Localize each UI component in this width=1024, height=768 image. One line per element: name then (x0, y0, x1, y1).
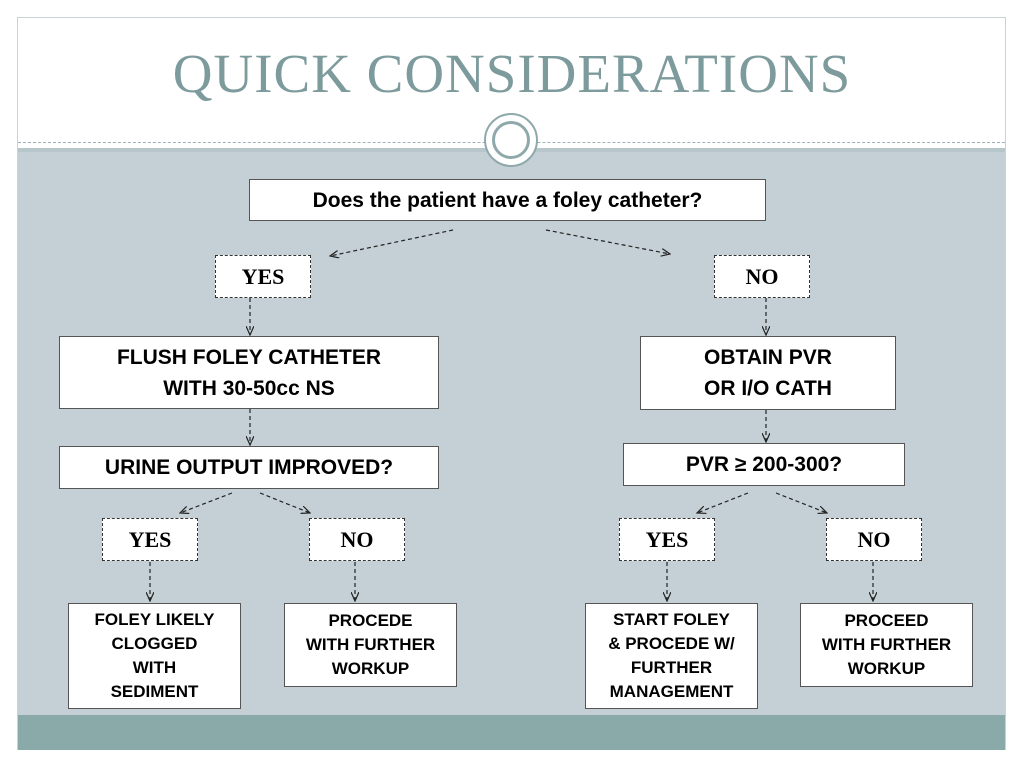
flush-foley-box: FLUSH FOLEY CATHETER WITH 30-50cc NS (59, 336, 439, 409)
start-foley-box: START FOLEY & PROCEDE W/ FURTHER MANAGEM… (585, 603, 758, 709)
question-text: Does the patient have a foley catheter? (312, 188, 703, 212)
pvr-threshold-text: PVR ≥ 200-300? (685, 453, 843, 476)
left-yes-label: YES (128, 526, 172, 552)
arrow-urine-to-no (259, 492, 310, 513)
question-box: Does the patient have a foley catheter? (249, 179, 766, 221)
left-yes-box: YES (102, 518, 198, 561)
right-no-label: NO (857, 526, 891, 552)
procede-workup-text: PROCEDE WITH FURTHER WORKUP (305, 611, 436, 678)
arrow-question-to-yes (330, 229, 454, 256)
arrow-threshold-to-no (775, 492, 827, 513)
answer-no-box: NO (714, 255, 810, 298)
right-yes-box: YES (619, 518, 715, 561)
circle-ornament-icon (484, 113, 538, 167)
start-foley-text: START FOLEY & PROCEDE W/ FURTHER MANAGEM… (608, 610, 735, 701)
procede-workup-box: PROCEDE WITH FURTHER WORKUP (284, 603, 457, 687)
answer-yes-box: YES (215, 255, 311, 298)
proceed-workup-box: PROCEED WITH FURTHER WORKUP (800, 603, 973, 687)
obtain-pvr-text: OBTAIN PVR OR I/O CATH (704, 346, 832, 400)
flush-foley-text: FLUSH FOLEY CATHETER WITH 30-50cc NS (116, 345, 382, 400)
arrow-urine-to-yes (180, 492, 233, 513)
left-no-box: NO (309, 518, 405, 561)
footer-bar (18, 715, 1005, 750)
left-no-label: NO (340, 526, 374, 552)
foley-clogged-text: FOLEY LIKELY CLOGGED WITH SEDIMENT (94, 610, 215, 701)
pvr-threshold-box: PVR ≥ 200-300? (623, 443, 905, 486)
arrow-question-to-no (545, 229, 670, 254)
obtain-pvr-box: OBTAIN PVR OR I/O CATH (640, 336, 896, 410)
right-no-box: NO (826, 518, 922, 561)
proceed-workup-text: PROCEED WITH FURTHER WORKUP (821, 611, 952, 678)
foley-clogged-box: FOLEY LIKELY CLOGGED WITH SEDIMENT (68, 603, 241, 709)
right-yes-label: YES (645, 526, 689, 552)
arrow-threshold-to-yes (697, 492, 749, 513)
slide-title: QUICK CONSIDERATIONS (172, 43, 852, 104)
urine-output-text: URINE OUTPUT IMPROVED? (104, 456, 394, 479)
urine-output-box: URINE OUTPUT IMPROVED? (59, 446, 439, 489)
answer-no-label: NO (745, 263, 779, 289)
answer-yes-label: YES (241, 263, 285, 289)
